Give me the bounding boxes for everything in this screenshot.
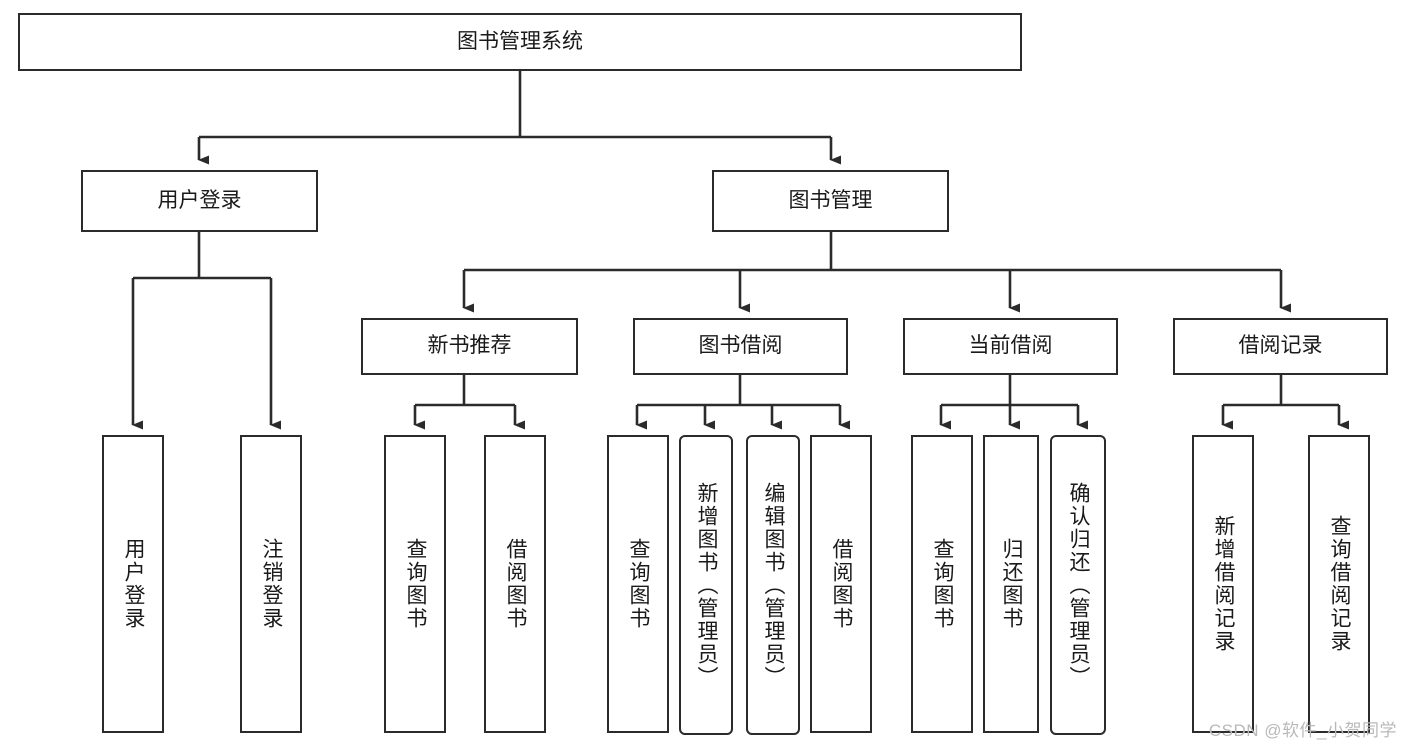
node-label: 查询图书 <box>627 538 651 630</box>
node-label: 新增借阅记录 <box>1212 515 1236 653</box>
node-label: 借阅记录 <box>1238 334 1323 358</box>
node-label: 当前借阅 <box>968 334 1053 358</box>
node-current-borrow[interactable]: 当前借阅 <box>903 318 1118 375</box>
leaf-add-book-admin[interactable]: 新增图书（管理员） <box>679 435 733 735</box>
node-label: 注销登录 <box>260 538 284 630</box>
leaf-logout-login[interactable]: 注销登录 <box>240 435 302 733</box>
node-label: 图书借阅 <box>698 334 783 358</box>
leaf-query-borrow-record[interactable]: 查询借阅记录 <box>1308 435 1370 733</box>
node-label: 查询借阅记录 <box>1328 515 1352 653</box>
node-label: 查询图书 <box>404 538 428 630</box>
node-book-borrow[interactable]: 图书借阅 <box>633 318 848 375</box>
node-label: 用户登录 <box>157 188 242 212</box>
leaf-edit-book-admin[interactable]: 编辑图书（管理员） <box>746 435 800 735</box>
node-label: 借阅图书 <box>830 538 854 630</box>
node-label: 新书推荐 <box>427 334 512 358</box>
leaf-borrow-book-borrow[interactable]: 借阅图书 <box>810 435 872 733</box>
leaf-confirm-return-admin[interactable]: 确认归还（管理员） <box>1050 435 1106 735</box>
node-label: 确认归还（管理员） <box>1067 481 1091 689</box>
node-label: 新增图书（管理员） <box>695 481 719 689</box>
node-label: 编辑图书（管理员） <box>762 481 786 689</box>
leaf-query-book-recommend[interactable]: 查询图书 <box>384 435 446 733</box>
leaf-user-login[interactable]: 用户登录 <box>102 435 164 733</box>
node-label: 用户登录 <box>122 538 146 630</box>
node-borrow-record[interactable]: 借阅记录 <box>1173 318 1388 375</box>
leaf-borrow-book-recommend[interactable]: 借阅图书 <box>484 435 546 733</box>
leaf-query-book-current[interactable]: 查询图书 <box>911 435 973 733</box>
node-label: 归还图书 <box>1000 538 1024 630</box>
leaf-query-book-borrow[interactable]: 查询图书 <box>607 435 669 733</box>
node-label: 借阅图书 <box>504 538 528 630</box>
node-label: 图书管理系统 <box>457 29 583 53</box>
leaf-add-borrow-record[interactable]: 新增借阅记录 <box>1192 435 1254 733</box>
node-new-book-recommend[interactable]: 新书推荐 <box>361 318 578 375</box>
node-book-management[interactable]: 图书管理 <box>712 170 949 232</box>
node-label: 图书管理 <box>788 188 873 212</box>
node-root-book-management-system[interactable]: 图书管理系统 <box>18 13 1022 71</box>
node-user-login[interactable]: 用户登录 <box>81 170 318 232</box>
leaf-return-book[interactable]: 归还图书 <box>983 435 1039 733</box>
node-label: 查询图书 <box>931 538 955 630</box>
